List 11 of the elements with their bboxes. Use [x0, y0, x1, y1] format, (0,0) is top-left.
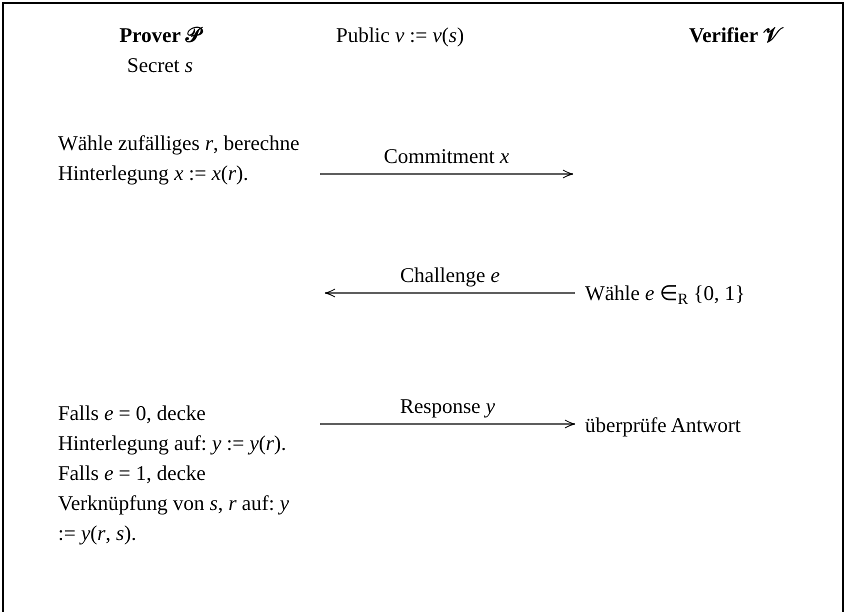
step-text: Falls e = 0, decke Hinterlegung auf: y := y(r). Falls e = 1, decke Verknüpfung von s, r auf: y := y(r, s). [58, 400, 290, 547]
step-text: Wähle zufälliges r, berechne Hinterlegung x := x(r). [58, 130, 300, 187]
column-heading: Public v := v(s) [336, 22, 464, 49]
edge-label: Commitment x [384, 146, 510, 167]
step-text: überprüfe Antwort [585, 412, 741, 439]
column-heading: Prover 𝒫 [119, 20, 201, 50]
step-text: Wähle e ∈$_{R}$ {0, 1} [585, 280, 746, 308]
column-heading: Secret s [127, 52, 193, 79]
edge-label: Response y [400, 396, 496, 417]
column-heading: Verifier 𝒱 [688, 20, 782, 50]
edge-label: Challenge e [400, 265, 500, 286]
